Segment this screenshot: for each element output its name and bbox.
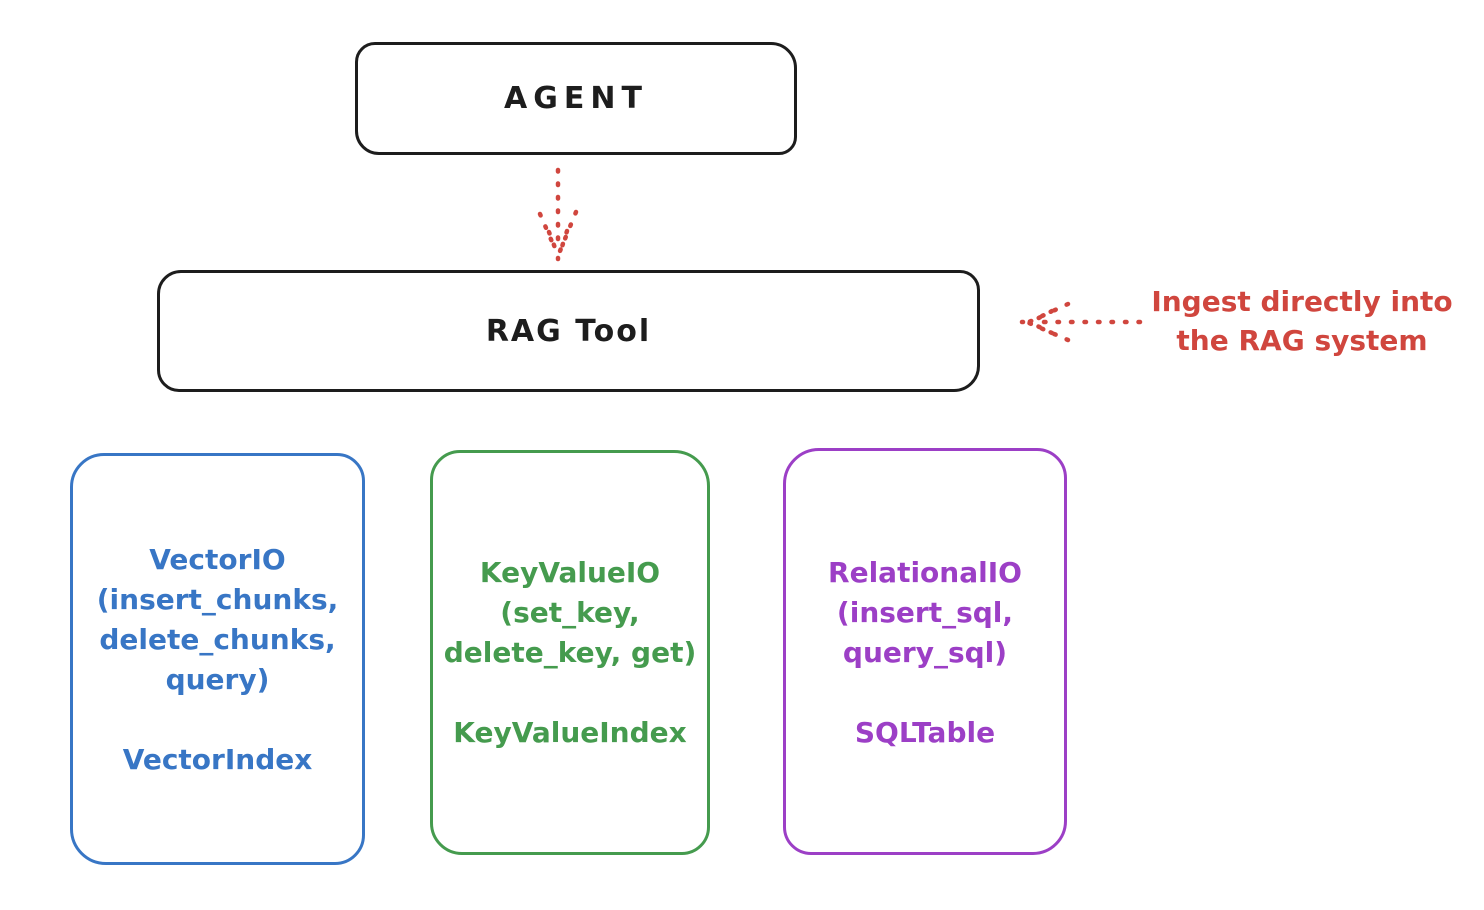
- vector-io-card: VectorIO (insert_chunks, delete_chunks, …: [70, 453, 365, 865]
- vector-io-label: VectorIO (insert_chunks, delete_chunks, …: [96, 543, 339, 696]
- sql-table-label: SQLTable: [854, 716, 996, 749]
- ingest-annotation-text: Ingest directly into the RAG system: [1151, 285, 1453, 357]
- key-value-io-label: KeyValueIO (set_key, delete_key, get): [443, 556, 697, 669]
- agent-to-rag-tool-arrow: [537, 167, 579, 262]
- vector-index-label: VectorIndex: [122, 743, 313, 776]
- rag-tool-label: RAG Tool: [485, 313, 652, 349]
- relational-io-card: RelationalIO (insert_sql, query_sql) SQL…: [783, 448, 1067, 855]
- relational-io-label: RelationalIO (insert_sql, query_sql): [828, 556, 1022, 669]
- key-value-io-card: KeyValueIO (set_key, delete_key, get) Ke…: [430, 450, 710, 855]
- key-value-index-label: KeyValueIndex: [453, 716, 687, 749]
- rag-tool-node: RAG Tool: [157, 270, 980, 392]
- ingest-annotation-arrow: [1019, 301, 1143, 343]
- agent-node: AGENT: [355, 42, 797, 155]
- agent-label: AGENT: [504, 81, 648, 116]
